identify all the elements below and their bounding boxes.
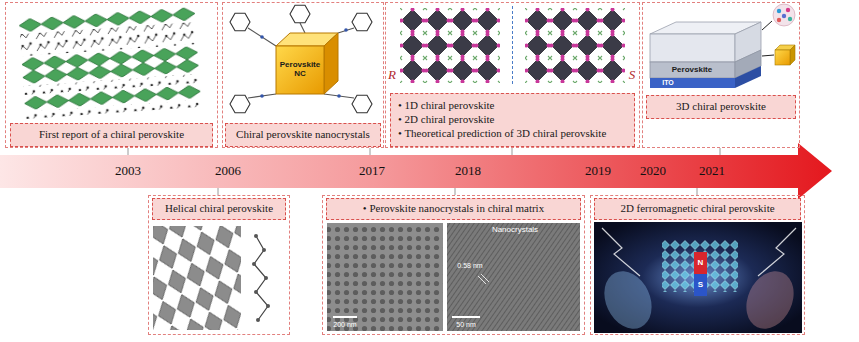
enantiomer-label: R (388, 68, 396, 82)
leader-lines (128, 148, 720, 195)
panel-caption: First report of a chiral perovskite (39, 128, 184, 142)
panel-caption: • Theoretical prediction of 3D chiral pe… (398, 127, 606, 141)
chiral-lattice (400, 6, 625, 86)
year-label: 2003 (115, 164, 141, 178)
year-label: 2020 (640, 164, 666, 178)
timeline-arrow (0, 143, 832, 199)
panel-caption: • 2D chiral perovskite (398, 113, 494, 127)
enantiomer-label: S (629, 68, 636, 82)
pole-label: S (698, 281, 703, 290)
timeline-panel: 3D chiral perovskite (642, 2, 800, 148)
panel-caption: Helical chiral perovskite (165, 202, 273, 216)
year-label: 2021 (699, 164, 725, 178)
caption-band: First report of a chiral perovskite (10, 123, 213, 147)
year-label: 2006 (215, 164, 241, 178)
panel-caption: • Perovskite nanocrystals in chiral matr… (363, 202, 544, 216)
image-label: Nanocrystals (492, 226, 538, 235)
ferromagnetic-illustration (594, 222, 803, 336)
pole-label: N (698, 259, 704, 268)
caption-band: 2D ferromagnetic chiral perovskite (594, 198, 801, 220)
caption-band: • Perovskite nanocrystals in chiral matr… (326, 198, 581, 220)
caption-band: 3D chiral perovskite (646, 95, 796, 119)
scale-label: 200 nm (333, 321, 356, 329)
timeline-panel: • 1D chiral perovskite• 2D chiral perovs… (385, 2, 640, 148)
tem-images (327, 223, 580, 331)
timeline-panel: Helical chiral perovskite (148, 195, 290, 335)
caption-band: • 1D chiral perovskite• 2D chiral perovs… (390, 93, 635, 147)
nanocrystal-cube (230, 5, 372, 112)
caption-band: Chiral perovskite nanocrystals (225, 123, 381, 147)
year-label: 2017 (359, 164, 385, 178)
timeline-panel: First report of a chiral perovskite (5, 2, 218, 148)
device-stack (650, 4, 795, 88)
layer-label: Perovskite (672, 66, 712, 75)
layer-label: ITO (662, 79, 674, 87)
caption-band: Helical chiral perovskite (152, 198, 286, 220)
panel-caption: 2D ferromagnetic chiral perovskite (620, 202, 774, 216)
scale-label: 50 nm (456, 321, 475, 329)
image-label: 0.58 nm (457, 262, 482, 270)
cube-label: Perovskite NC (277, 61, 323, 79)
panel-caption: 3D chiral perovskite (676, 100, 766, 114)
panel-caption: • 1D chiral perovskite (398, 99, 494, 113)
layered-structure (19, 7, 202, 119)
timeline-panel: • Perovskite nanocrystals in chiral matr… (322, 195, 585, 335)
panel-caption: Chiral perovskite nanocrystals (236, 128, 370, 142)
year-label: 2019 (585, 164, 611, 178)
year-label: 2018 (455, 164, 481, 178)
helical-structure (153, 226, 270, 330)
timeline-panel: 2D ferromagnetic chiral perovskite (590, 195, 805, 335)
